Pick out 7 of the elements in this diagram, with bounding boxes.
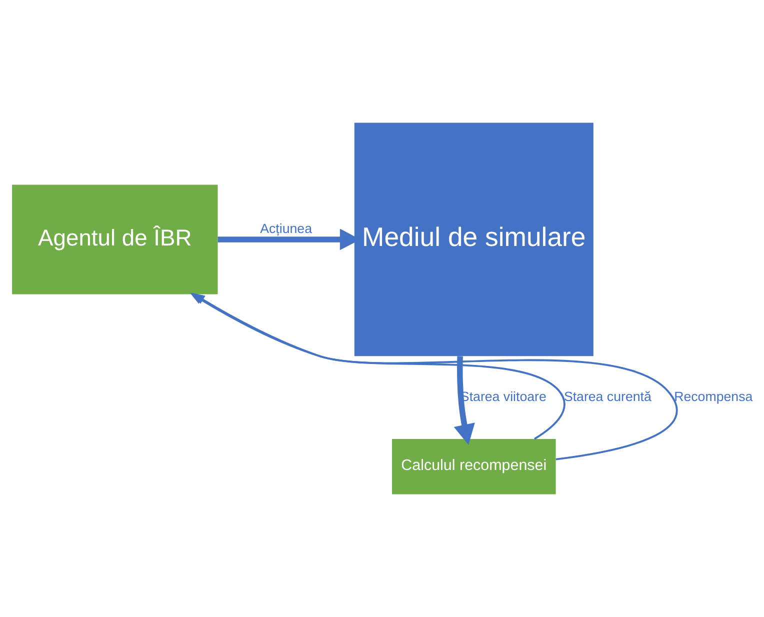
edge-label: Starea curentă — [564, 389, 652, 404]
node-box: Calculul recompensei — [392, 438, 556, 494]
edge-label: Recompensa — [674, 389, 753, 404]
node-box: Agentul de ÎBR — [12, 184, 218, 294]
edge-label: Acțiunea — [260, 220, 312, 236]
arrow — [454, 356, 475, 445]
node-box: Mediul de simulare — [354, 122, 594, 356]
